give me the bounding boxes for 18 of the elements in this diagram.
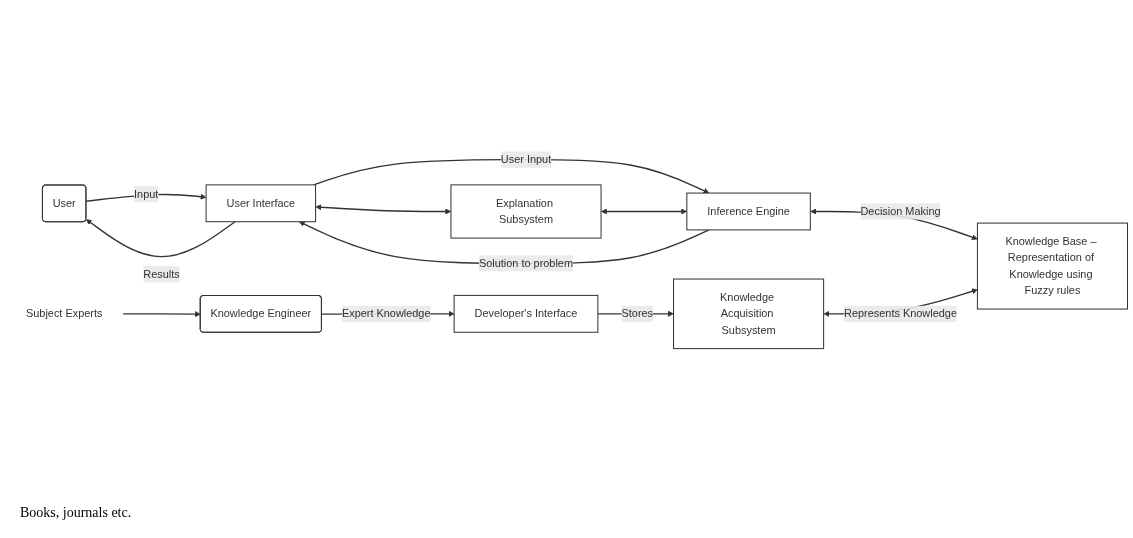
node-box: Knowledge Acquisition Subsystem [673, 278, 825, 350]
edge-label: User Input [500, 153, 552, 166]
node-box: Knowledge Base – Representation of Knowledge using Fuzzy rules [976, 222, 1128, 310]
edge-label: Expert Knowledge [341, 307, 431, 320]
node-box: Developer's Interface [453, 294, 599, 333]
node-text: Subject Experts [25, 307, 103, 320]
node-box: Inference Engine [686, 192, 811, 231]
edge-label: Decision Making [860, 205, 941, 217]
edge-label: Results [143, 268, 180, 280]
note-text: Books, journals etc. [20, 505, 132, 521]
edge-label: Stores [621, 307, 654, 320]
edge-label: Input [134, 188, 159, 200]
edge-label: Solution to problem [478, 257, 574, 269]
arrow [122, 311, 201, 318]
edge-label: Represents Knowledge [844, 307, 957, 320]
arrow [85, 219, 236, 258]
node-box: User Interface [205, 184, 317, 223]
node-box: Explanation Subsystem [450, 184, 602, 239]
